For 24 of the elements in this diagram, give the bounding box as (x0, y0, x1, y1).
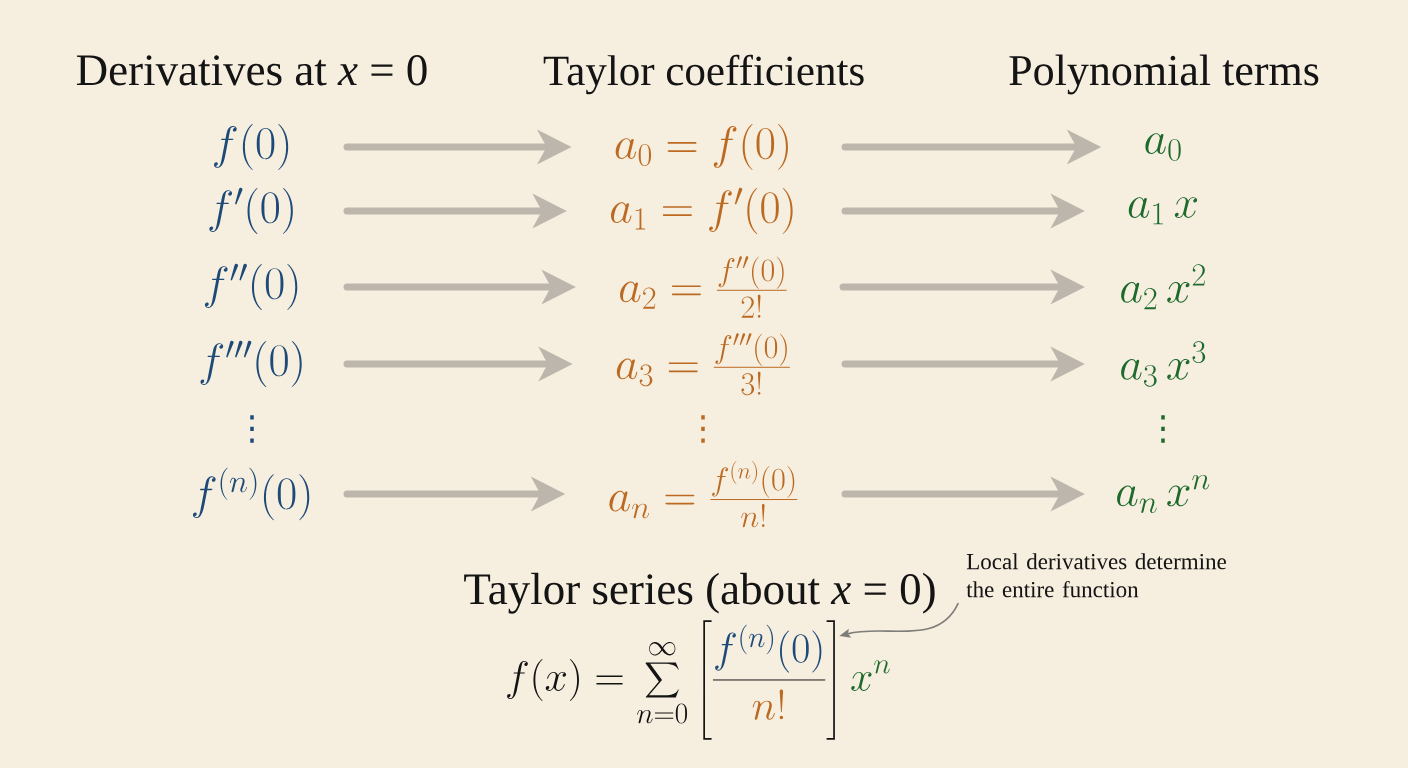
column-heading: Derivatives at x = 0 (76, 55, 427, 86)
vertical-ellipsis: ⋮ (250, 415, 254, 443)
derivative-formula: $f'''(0)$ (200, 340, 302, 388)
derivative-formula: $f'(0)$ (209, 187, 293, 235)
polynomial-term: $a_{2}\, x^{2}$ (1121, 264, 1205, 310)
column-heading: Taylor coefficients (543, 54, 864, 95)
vertical-ellipsis: ⋮ (1161, 415, 1165, 443)
coefficient-formula: $a_{3} = \frac{f'''(0)}{3!}$ (616, 333, 790, 396)
formula-heading: Taylor series (about x = 0) (464, 572, 935, 614)
polynomial-term: $a_{n}\, x^{n}$ (1117, 474, 1210, 514)
polynomial-term: $a_{1}\, x$ (1128, 197, 1198, 225)
column-heading: Polynomial terms (1009, 54, 1319, 95)
coefficient-formula: $a_{0} = f(0)$ (615, 124, 788, 170)
annotation-text: Local derivatives determine the entire function (966, 553, 1226, 598)
series-formula: $f(x) = \sum_{n=0}^{\infty} \left[ \frac{\textcolor[HTML]{1E4A78}{f^{(n)}(0)}}{\textcolor[HTML]{BC6A22}{n!}} \right] \textcolor[HTML]{1E6A2C}{x^{n}}$ (507, 620, 890, 740)
derivative-formula: $f^{(n)}(0)$ (192, 467, 310, 521)
polynomial-term: $a_{3}\, x^{3}$ (1121, 341, 1206, 387)
vertical-ellipsis: ⋮ (701, 415, 705, 443)
derivative-formula: $f''(0)$ (204, 263, 298, 311)
coefficient-formula: $a_{2} = \frac{f''(0)}{2!}$ (620, 256, 787, 318)
coefficient-formula: $a_{1} = f'(0)$ (611, 187, 793, 235)
polynomial-term: $a_{0}$ (1145, 133, 1181, 161)
coefficient-formula: $a_{n} = \frac{f^{(n)}(0)}{n!}$ (609, 461, 798, 528)
derivative-formula: $f(0)$ (213, 124, 289, 170)
